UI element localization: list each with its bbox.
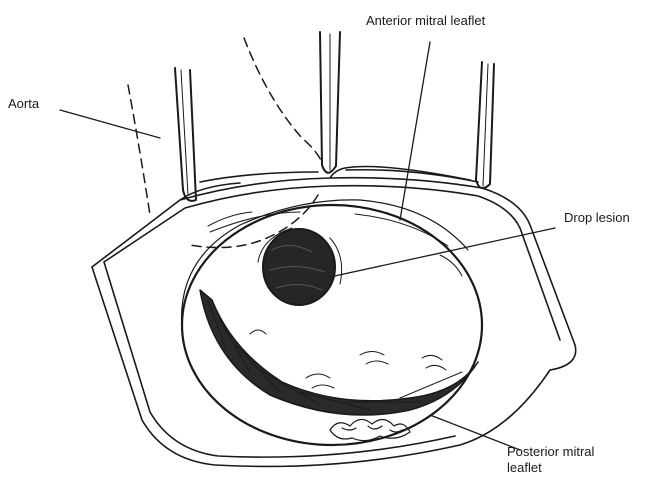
retractor-left <box>175 68 196 201</box>
label-aorta: Aorta <box>8 96 39 112</box>
label-posterior-mitral-leaflet: Posterior mitral leaflet <box>507 444 594 476</box>
atrial-wall <box>92 167 576 467</box>
label-posterior-line1: Posterior mitral <box>507 444 594 460</box>
leader-drop-lesion <box>330 228 555 277</box>
leader-aorta <box>60 110 160 138</box>
posterior-leaflet-shading <box>200 290 478 415</box>
aorta-dashed-outline <box>128 38 322 248</box>
retractor-right-inner <box>483 64 488 186</box>
label-anterior-mitral-leaflet: Anterior mitral leaflet <box>366 13 485 29</box>
drop-lesion <box>258 228 342 305</box>
posterior-nodules <box>330 419 410 440</box>
label-posterior-line2: leaflet <box>507 460 594 476</box>
label-drop-lesion: Drop lesion <box>564 210 630 226</box>
leader-anterior <box>400 42 430 220</box>
